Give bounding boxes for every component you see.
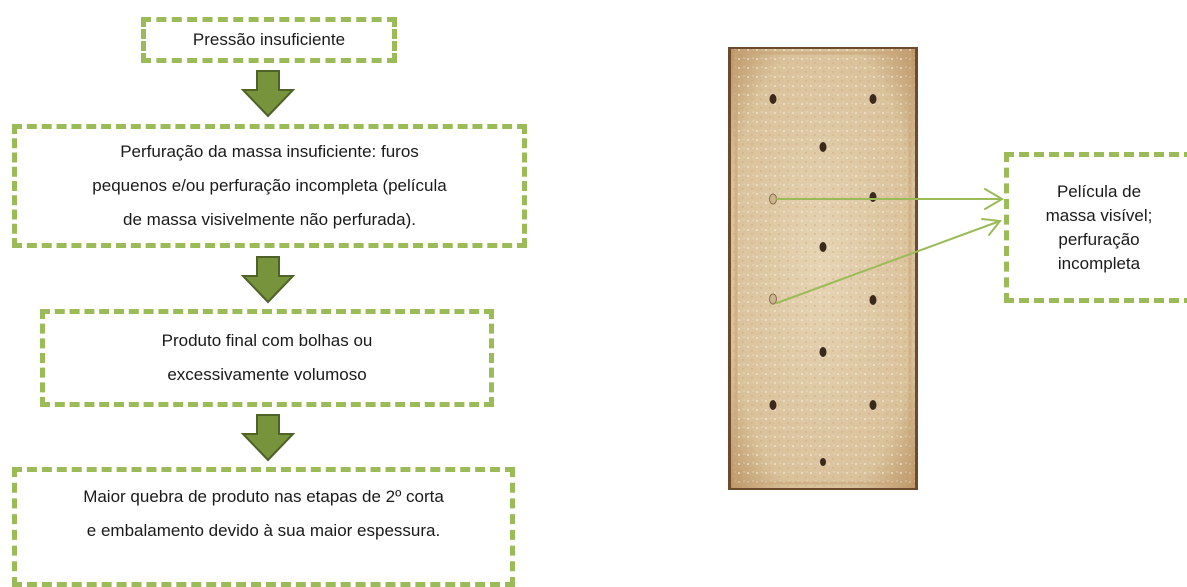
down-arrow-icon [240,414,296,462]
annotation-label-text: Película de massa visível; perfuração in… [1046,180,1153,276]
flow-step-pressure-text: Pressão insuficiente [193,23,345,57]
annotation-label-box: Película de massa visível; perfuração in… [1004,152,1187,303]
down-arrow-icon [240,70,296,118]
flow-step-pressure: Pressão insuficiente [141,17,397,63]
arrowhead-icon [982,219,1000,235]
flow-step-breakage: Maior quebra de produto nas etapas de 2º… [12,467,515,587]
cracker-photo [728,47,918,490]
flow-step-product-bubbles: Produto final com bolhas ou excessivamen… [40,309,494,407]
flow-step-perforation-text: Perfuração da massa insuficiente: furos … [92,135,446,237]
down-arrow-icon [240,256,296,304]
arrowhead-icon [985,189,1002,209]
flow-step-perforation: Perfuração da massa insuficiente: furos … [12,124,527,248]
flow-step-breakage-text: Maior quebra de produto nas etapas de 2º… [83,480,444,548]
flow-step-product-bubbles-text: Produto final com bolhas ou excessivamen… [162,324,373,392]
